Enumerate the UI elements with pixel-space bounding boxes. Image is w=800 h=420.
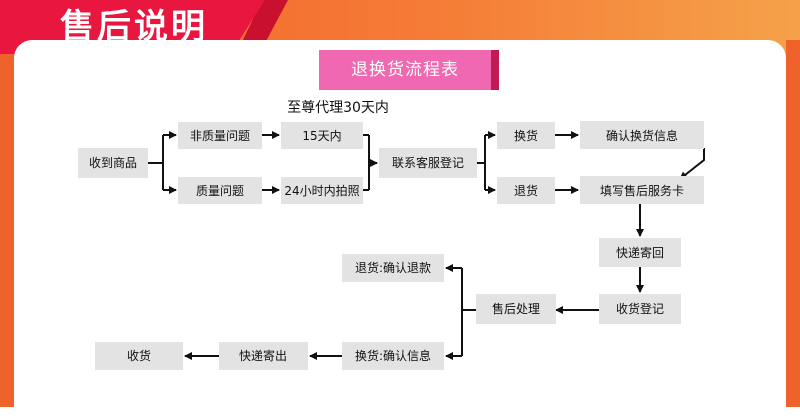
left-border <box>0 40 14 407</box>
svg-text:非质量问题: 非质量问题 <box>190 129 250 143</box>
svg-text:快递寄出: 快递寄出 <box>239 348 287 363</box>
flow-node-exchange: 换货 <box>497 122 555 149</box>
svg-text:联系客服登记: 联系客服登记 <box>392 155 464 170</box>
flow-node-receive-register: 收货登记 <box>599 294 681 324</box>
connectors <box>148 131 705 360</box>
flow-node-quality: 质量问题 <box>178 177 262 204</box>
flow-node-15-days: 15天内 <box>281 122 363 149</box>
svg-text:24小时内拍照: 24小时内拍照 <box>284 183 359 198</box>
flow-node-return-confirm: 退货:确认退款 <box>342 254 444 282</box>
svg-text:确认换货信息: 确认换货信息 <box>606 128 678 143</box>
flow-node-confirm-exchange: 确认换货信息 <box>580 121 704 149</box>
flow-node-24-hours: 24小时内拍照 <box>281 177 363 204</box>
svg-text:填写售后服务卡: 填写售后服务卡 <box>600 183 684 198</box>
flow-node-exchange-confirm: 换货:确认信息 <box>342 342 444 370</box>
right-border <box>786 40 800 407</box>
svg-text:换货:确认信息: 换货:确认信息 <box>355 348 431 363</box>
flowchart-title: 退换货流程表 <box>319 50 491 90</box>
arrow <box>679 148 705 180</box>
svg-text:收货登记: 收货登记 <box>616 301 664 316</box>
flowchart-title-edge <box>491 50 499 90</box>
flow-node-return: 退货 <box>497 177 555 204</box>
note-30-days: 至尊代理30天内 <box>287 99 389 116</box>
svg-text:质量问题: 质量问题 <box>196 184 244 198</box>
svg-text:售后处理: 售后处理 <box>492 301 540 316</box>
svg-text:收货: 收货 <box>127 348 151 363</box>
flow-node-fill-card: 填写售后服务卡 <box>580 176 704 204</box>
flow-node-received: 收货 <box>95 342 183 370</box>
svg-text:15天内: 15天内 <box>302 129 341 143</box>
svg-text:快递寄回: 快递寄回 <box>616 245 664 260</box>
svg-text:退货: 退货 <box>514 183 538 198</box>
svg-text:收到商品: 收到商品 <box>89 155 137 170</box>
svg-text:换货: 换货 <box>514 128 538 143</box>
flow-node-non-quality: 非质量问题 <box>178 122 262 149</box>
flow-node-express-out: 快递寄出 <box>219 342 308 370</box>
return-exchange-flowchart: 至尊代理30天内 <box>78 99 705 370</box>
flow-node-after-sales: 售后处理 <box>476 294 556 324</box>
flow-node-express-back: 快递寄回 <box>599 238 681 267</box>
svg-text:退货:确认退款: 退货:确认退款 <box>355 260 431 275</box>
flow-node-contact-cs: 联系客服登记 <box>379 148 477 178</box>
after-sales-banner: 售后说明 退换货流程表 至尊代理30天内 <box>0 0 800 407</box>
flow-node-receive: 收到商品 <box>78 148 148 178</box>
